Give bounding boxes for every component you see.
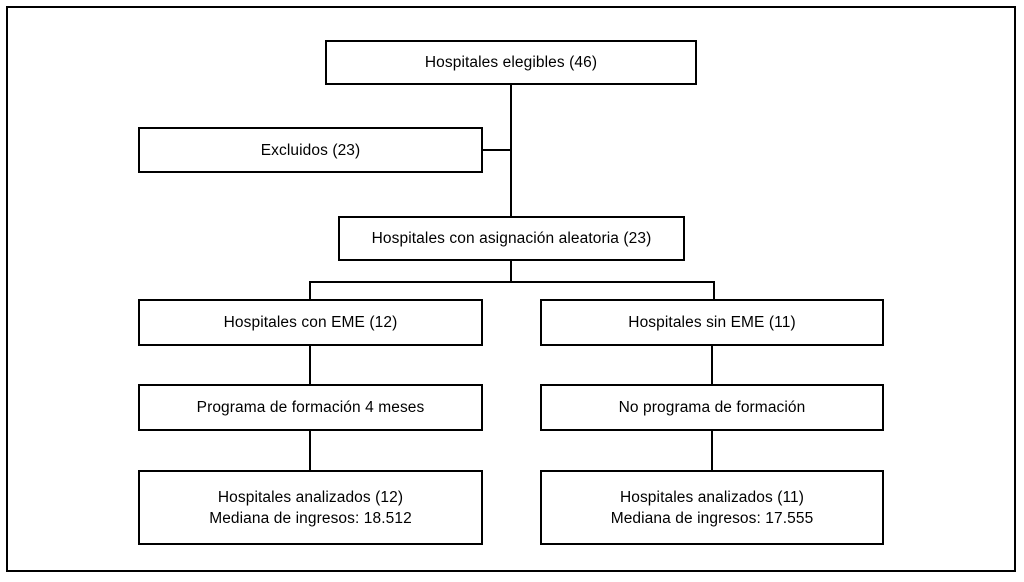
connector-without-eme-to-no-training xyxy=(711,345,713,385)
node-label: Hospitales elegibles (46) xyxy=(424,54,598,71)
node-hospitales-analizados-izquierda: Hospitales analizados (12) Mediana de in… xyxy=(138,470,483,545)
node-hospitales-sin-eme: Hospitales sin EME (11) xyxy=(540,299,884,346)
node-no-programa-formacion: No programa de formación xyxy=(540,384,884,431)
node-label: Hospitales analizados (11) xyxy=(619,488,805,506)
node-label: Programa de formación 4 meses xyxy=(196,399,425,416)
connector-training-to-analyzed-left xyxy=(309,430,311,471)
node-label: Hospitales con asignación aleatoria (23) xyxy=(371,230,652,247)
connector-randomized-stem xyxy=(510,260,512,283)
node-median-admissions: Mediana de ingresos: 18.512 xyxy=(209,509,412,527)
node-hospitales-elegibles: Hospitales elegibles (46) xyxy=(325,40,697,85)
connector-eligible-to-excluded xyxy=(481,149,512,151)
node-label: Hospitales con EME (12) xyxy=(223,314,398,331)
node-median-admissions: Mediana de ingresos: 17.555 xyxy=(610,509,814,527)
node-hospitales-analizados-derecha: Hospitales analizados (11) Mediana de in… xyxy=(540,470,884,545)
connector-randomized-splitter xyxy=(309,281,715,283)
connector-splitter-to-without-eme xyxy=(713,281,715,301)
node-hospitales-con-eme: Hospitales con EME (12) xyxy=(138,299,483,346)
node-excluidos: Excluidos (23) xyxy=(138,127,483,173)
connector-splitter-to-with-eme xyxy=(309,281,311,301)
node-label: Hospitales sin EME (11) xyxy=(628,314,796,331)
node-programa-formacion: Programa de formación 4 meses xyxy=(138,384,483,431)
connector-with-eme-to-training xyxy=(309,345,311,385)
connector-no-training-to-analyzed-right xyxy=(711,430,713,471)
node-label: Hospitales analizados (12) xyxy=(217,488,404,506)
node-hospitales-asignacion-aleatoria: Hospitales con asignación aleatoria (23) xyxy=(338,216,685,261)
node-label: No programa de formación xyxy=(618,399,806,416)
node-label: Excluidos (23) xyxy=(260,141,361,159)
